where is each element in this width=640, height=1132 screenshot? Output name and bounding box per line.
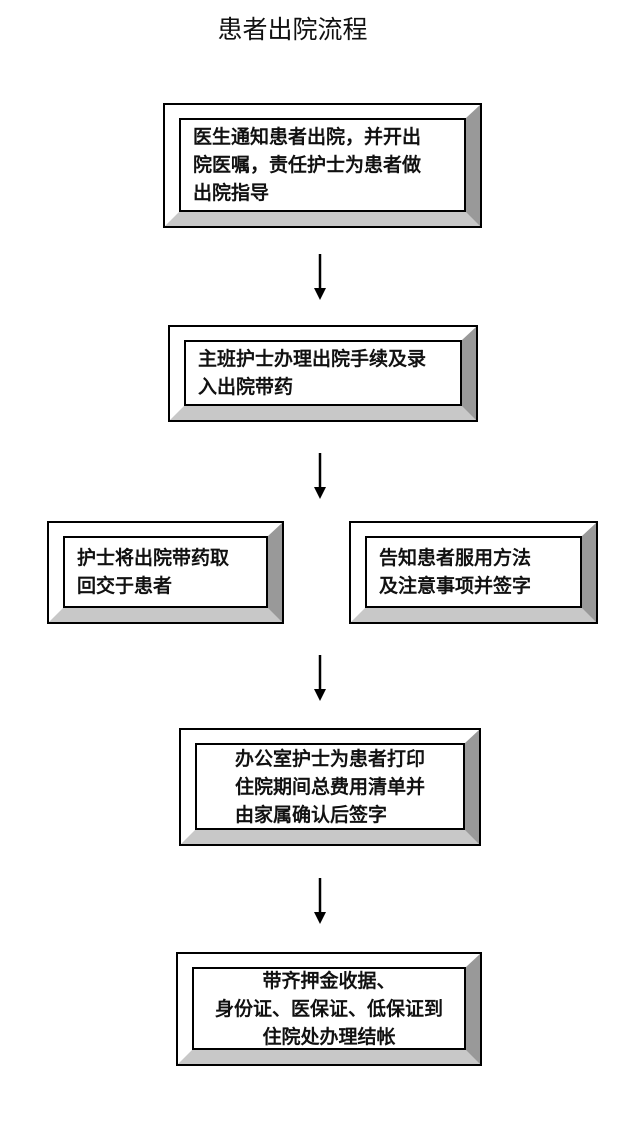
step-3a-text: 护士将出院带药取 回交于患者 [63,536,268,608]
step-3a-box: 护士将出院带药取 回交于患者 [47,521,284,624]
step-2-box: 主班护士办理出院手续及录 入出院带药 [168,325,478,422]
step-3b-text: 告知患者服用方法 及注意事项并签字 [365,536,582,608]
step-2-text: 主班护士办理出院手续及录 入出院带药 [184,340,462,406]
step-1-text: 医生通知患者出院，并开出 院医嘱，责任护士为患者做 出院指导 [179,118,466,212]
step-4-box: 办公室护士为患者打印 住院期间总费用清单并 由家属确认后签字 [179,728,481,846]
arrow-down-icon [314,878,326,924]
arrow-down-icon [314,254,326,300]
step-3b-box: 告知患者服用方法 及注意事项并签字 [349,521,598,624]
step-1-box: 医生通知患者出院，并开出 院医嘱，责任护士为患者做 出院指导 [163,103,482,228]
step-5-box: 带齐押金收据、 身份证、医保证、低保证到 住院处办理结帐 [176,952,482,1066]
arrow-down-icon [314,453,326,499]
page-title: 患者出院流程 [217,15,368,44]
step-4-text: 办公室护士为患者打印 住院期间总费用清单并 由家属确认后签字 [195,743,465,830]
step-5-text: 带齐押金收据、 身份证、医保证、低保证到 住院处办理结帐 [192,967,466,1050]
arrow-down-icon [314,655,326,701]
